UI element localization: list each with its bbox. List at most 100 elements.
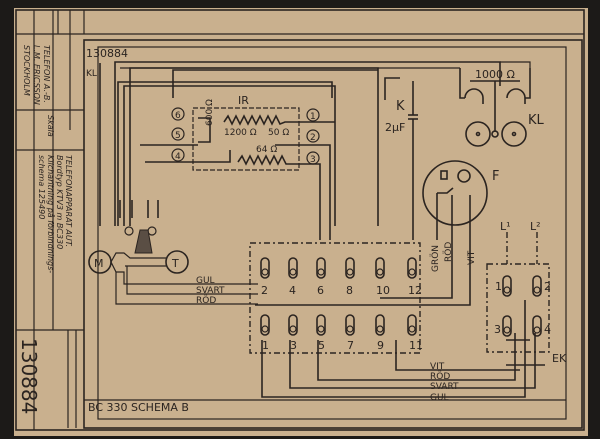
wire-label-rod: RÖD [196,295,216,306]
strip-terminal-6-label: 6 [317,284,324,297]
strip-terminal-11-screw [407,314,417,336]
strip-terminal-10-label: 10 [376,284,390,297]
hook-contacts [119,200,159,254]
resistance-50: 50 Ω [268,128,289,138]
strip-terminal-4-screw [288,257,298,279]
wire-label-gul: GUL [196,276,215,286]
strip-terminal-5-screw [316,314,326,336]
drawing-number-vertical: 130884 [17,338,41,414]
coil-terminal-6: 6 [175,111,181,121]
capacitor-value: 2μF [385,121,405,134]
bell: 1000 Ω KL [459,68,545,147]
wire-label-gul-bottom: GUL [430,393,449,403]
company-line-2: L.M. ERICSSON [32,45,41,105]
line-terminal-4-screw [532,315,542,337]
strip-terminal-4-label: 4 [289,284,296,297]
strip-terminal-9-screw [375,314,385,336]
line-terminal-frame [486,263,550,353]
strip-terminal-10-screw [375,257,385,279]
strip-terminal-7-screw [345,314,355,336]
company-line-1: TELEFON A.-B. [42,45,51,103]
coil-terminal-2: 2 [310,133,316,143]
line-terminals: 1 2 3 4 [494,275,551,337]
strip-terminal-7-screw-head [346,325,354,333]
top-wiring [99,61,501,226]
schema-caption: BC 330 SCHEMA B [88,401,189,414]
resistance-600: 600 Ω [205,99,215,126]
line-terminal-1-screw [502,275,512,297]
wiring-diagram: TELEFON A.-B. L.M. ERICSSON STOCKHOLM Sk… [15,9,585,431]
strip-terminal-12-screw [407,257,417,279]
coil-terminal-1: 1 [310,112,316,122]
induction-coil: IR 1200 Ω 50 Ω 64 Ω 600 Ω [192,94,300,171]
wire-label-vit-dial: VIT [467,250,477,265]
line-terminal-3-screw [502,315,512,337]
line-terminal-1-screw-head [503,286,511,294]
inner-border [83,39,583,429]
capacitor: K 2μF [385,81,418,240]
bell-label: KL [528,113,545,128]
drawing-number: 130884 [86,47,128,60]
description-line-3: Kilcharitning på förbindnings- [46,155,56,273]
strip-terminal-2-label: 2 [261,284,268,297]
strip-terminal-3-label: 3 [290,339,297,352]
strip-terminal-9-screw-head [376,325,384,333]
coil-winding-600 [198,117,211,143]
wire-label-rod-dial: RÖD [443,242,454,262]
strip-terminal-12-screw-head [408,268,416,276]
line-terminal-3-screw-head [503,326,511,334]
strip-terminal-11-label: 11 [409,339,423,352]
coil-label: IR [238,94,249,107]
coil-winding-64 [237,154,296,166]
strip-terminal-8-screw [345,257,355,279]
strip-terminal-6-screw [316,257,326,279]
strip-terminal-8-screw-head [346,268,354,276]
strip-terminal-10-screw-head [376,268,384,276]
coil-terminal-4: 4 [175,152,181,162]
resistance-64: 64 Ω [256,145,277,155]
description-line-1: TELEFONAPPARAT AUT. [64,155,73,247]
wire-label-svart: SVART [196,286,225,296]
line-terminal-1-label: 1 [495,280,502,293]
wire-label-gron: GRÖN [430,245,441,272]
line-label-l1: L¹ [500,220,511,233]
hook-plunger [134,229,153,254]
title-block [16,10,566,430]
strip-terminal-12-label: 12 [408,284,422,297]
dial-label: F [492,169,499,184]
terminal-strip-frame [249,242,421,354]
skala-label: Skala [46,115,55,137]
wire-label-svart-bottom: SVART [430,382,459,392]
dial: F [422,160,499,226]
strip-terminal-6-screw-head [317,268,325,276]
strip-terminal-1-screw-head [261,325,269,333]
line-terminal-4-label: 4 [544,323,551,336]
coil-terminal-5: 5 [175,131,181,141]
outer-border [15,9,585,431]
description-line-2: Bordtyp KTV3 m BC330 [55,155,64,249]
line-terminal-2-screw-head [533,286,541,294]
strip-terminal-4-screw-head [289,268,297,276]
strip-terminal-2-screw-head [261,268,269,276]
strip-terminal-3-screw [288,314,298,336]
strip-terminal-1-label: 1 [262,339,269,352]
coil-terminal-3: 3 [310,155,316,165]
bell-resistance: 1000 Ω [475,68,515,81]
resistance-1200: 1200 Ω [224,128,257,138]
kl-margin-label: KL [86,69,97,79]
microphone-label: M [94,257,104,270]
receiver-label: T [171,257,179,270]
microphone: M [88,250,112,274]
line-terminal-4-screw-head [533,326,541,334]
description-line-4: schema 125490 [37,155,46,219]
strip-terminal-9-label: 9 [377,339,384,352]
wire-label-rod-bottom: RÖD [430,371,450,382]
receiver: T [165,250,189,274]
strip-terminal-7-label: 7 [347,339,354,352]
line-terminal-3-label: 3 [494,323,501,336]
strip-terminal-11-screw-head [408,325,416,333]
line-terminal-2-label: 2 [544,280,551,293]
capacitor-label: K [396,99,405,114]
coil-winding-1200 [223,114,296,126]
